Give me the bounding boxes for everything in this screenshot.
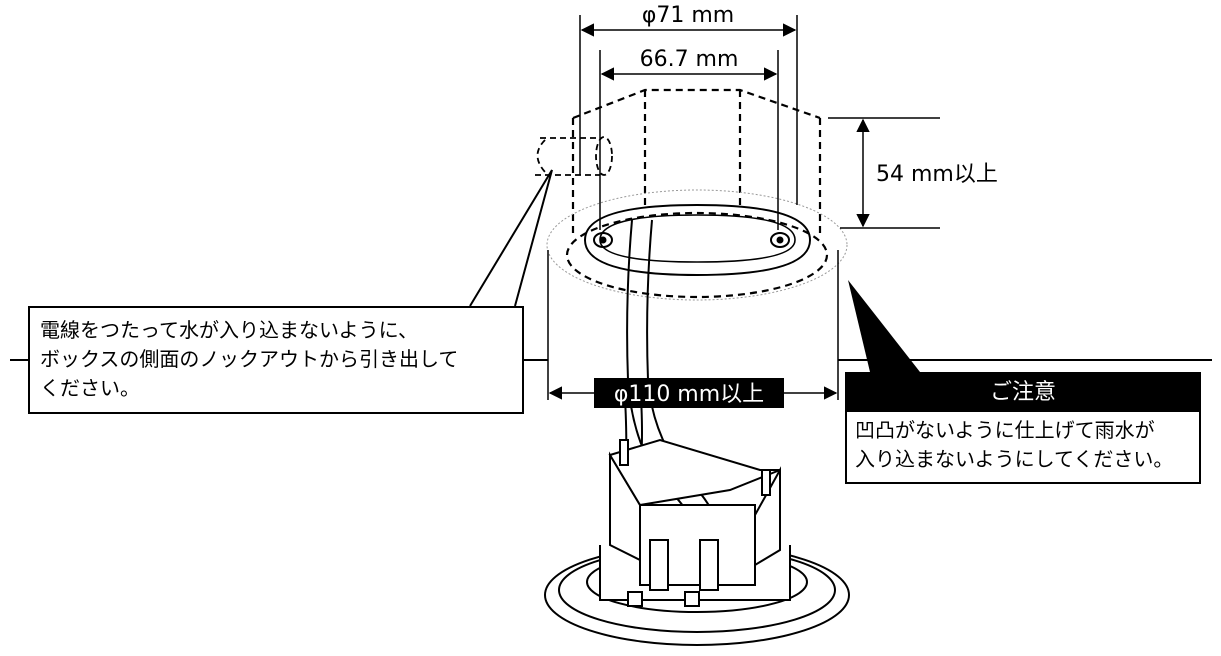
callout-line: ください。 (40, 376, 140, 400)
dimension-outer-diameter (579, 15, 798, 205)
junction-box-outline (565, 88, 829, 299)
depth-label: 54 mm以上 (876, 162, 998, 187)
callout-line: ボックスの側面のノックアウトから引き出して (40, 347, 459, 371)
inner-span-label: 66.7 mm (640, 47, 739, 72)
dimension-depth (828, 117, 940, 229)
notice-title: ご注意 (847, 374, 1199, 412)
ceiling-opening-outline (546, 189, 848, 301)
notice-line: 入り込まないようにしてください。 (855, 447, 1174, 471)
knockout-conduit (535, 136, 613, 176)
caution-notice: ご注意 凹凸がないように仕上げて雨水が 入り込まないようにしてください。 (845, 372, 1201, 484)
dimension-hole-diameter (547, 250, 839, 408)
outer-diameter-label: φ71 mm (642, 3, 734, 28)
mounting-ring (583, 203, 812, 277)
callout-leader (469, 169, 553, 307)
cable-routing-callout: 電線をつたって水が入り込まないように、 ボックスの側面のノックアウトから引き出し… (28, 306, 524, 414)
notice-body: 凹凸がないように仕上げて雨水が 入り込まないようにしてください。 (847, 412, 1199, 478)
notice-leader (848, 280, 920, 372)
notice-line: 凹凸がないように仕上げて雨水が (855, 418, 1155, 442)
dimension-inner-span (599, 50, 779, 230)
hole-diameter-label: φ110 mm以上 (614, 382, 764, 407)
speaker-fixture (544, 438, 850, 646)
callout-line: 電線をつたって水が入り込まないように、 (40, 318, 418, 342)
